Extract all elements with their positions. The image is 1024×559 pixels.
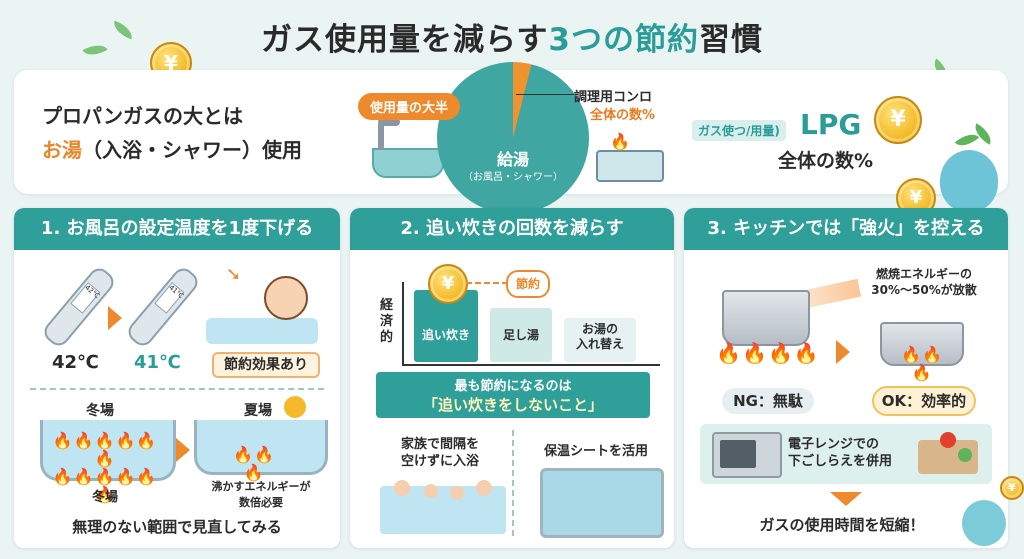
lpg-title: LPG — [800, 108, 862, 141]
microwave-tip: 電子レンジでの下ごしらえを併用 — [788, 437, 893, 469]
bathing-person-icon — [264, 276, 308, 320]
gas-stove-icon — [596, 150, 664, 182]
droplet-mascot-icon — [962, 500, 1006, 546]
arrow-right-icon — [176, 438, 190, 462]
chart-ylabel: 経済的 — [380, 298, 394, 345]
title-highlight: 3つの節約 — [548, 22, 699, 58]
heat-arrows-icon: ➘ — [226, 264, 242, 285]
blue-flame-icon: 🔥 — [610, 132, 630, 151]
saving-line — [466, 282, 508, 284]
person-head-icon — [424, 484, 438, 498]
saving-tag: 節約 — [506, 270, 550, 298]
panel1-footer: 無理のない範囲で見直してみる — [72, 518, 282, 536]
shower-head-icon — [378, 118, 400, 126]
yen-coin-icon: ¥ — [874, 96, 922, 144]
bath-water-icon — [206, 318, 318, 344]
lpg-tag: ガス使つ/用量) — [692, 120, 786, 141]
best-saving-banner: 最も節約になるのは 「追い炊きをしないこと」 — [376, 372, 650, 418]
panel-header: 2. 追い炊きの回数を減らす — [350, 208, 674, 250]
stove-share: 全体の数% — [590, 108, 656, 123]
bathtub-icon — [372, 148, 444, 178]
down-arrow-icon — [830, 492, 862, 506]
saving-effect-badge: 節約効果あり — [212, 352, 320, 378]
summary-line2-rest: （入浴・シャワー）使用 — [82, 138, 302, 162]
winter-tub-icon — [40, 420, 176, 481]
tip-family-bath: 家族で間隔を空けずに入浴 — [400, 437, 479, 469]
microwave-icon — [712, 432, 782, 478]
vegetable-icon — [958, 448, 972, 462]
pie-label-hot-water: 給湯 — [496, 150, 529, 169]
moderate-flame-icon: 🔥🔥🔥 — [901, 345, 943, 382]
chart-y-axis — [402, 282, 404, 364]
usage-pie-chart — [437, 62, 589, 214]
many-flames-icon: 🔥🔥🔥🔥🔥🔥🔥🔥🔥🔥🔥🔥 — [52, 431, 158, 504]
large-pot-icon — [722, 290, 810, 346]
divider — [30, 388, 324, 390]
arrow-right-icon — [836, 340, 850, 364]
temp-after: 41℃ — [134, 352, 181, 373]
bar-add-water: 足し湯 — [490, 308, 552, 362]
person-head-icon — [476, 480, 492, 496]
pot-icon — [880, 322, 964, 366]
sun-icon — [284, 396, 306, 418]
summary-line2: お湯（入浴・シャワー）使用 — [42, 134, 302, 163]
yen-coin-icon: ¥ — [428, 264, 468, 304]
tip-panel-bath-temperature: 1. お風呂の設定温度を1度下げる — [14, 208, 340, 548]
person-head-icon — [450, 486, 464, 500]
temp-before: 42℃ — [52, 352, 99, 373]
panel3-footer: ガスの使用時間を短縮！ — [759, 516, 925, 534]
chart-x-axis — [402, 364, 660, 366]
lpg-share: 全体の数% — [778, 150, 874, 172]
strong-flame-icon: 🔥🔥🔥🔥 — [716, 341, 820, 365]
title-text-end: 習慣 — [698, 22, 763, 58]
ok-badge: OK：効率的 — [872, 386, 976, 416]
summer-tub-icon — [194, 420, 328, 475]
stove-label: 調理用コンロ — [574, 90, 653, 105]
person-head-icon — [394, 480, 410, 496]
page-title: ガス使用量を減らす3つの節約習慣 — [0, 14, 1024, 59]
majority-bubble: 使用量の大半 — [358, 93, 461, 120]
energy-note: 沸かすエネルギーが数倍必要 — [211, 480, 311, 509]
tip-panel-kitchen: 3. キッチンでは「強火」を控える — [684, 208, 1008, 548]
winter-label-bottom: 冬場 — [92, 490, 119, 505]
droplet-mascot-icon — [940, 150, 998, 212]
panel-header: 1. お風呂の設定温度を1度下げる — [14, 208, 340, 250]
pie-label-bath: （お風呂・シャワー） — [463, 172, 563, 183]
divider — [512, 430, 514, 536]
bar-replace-water: お湯の入れ替え — [564, 318, 636, 362]
title-text: ガス使用量を減らす — [261, 22, 549, 58]
bath-cover-sheet-icon — [540, 468, 664, 538]
yen-coin-icon: ¥ — [1000, 476, 1024, 500]
hot-water-highlight: お湯 — [42, 138, 82, 162]
few-flames-icon: 🔥🔥🔥 — [233, 445, 275, 482]
arrow-right-icon — [108, 306, 122, 330]
shower-pipe-icon — [378, 122, 384, 150]
ng-badge: NG：無駄 — [722, 388, 814, 414]
winter-label: 冬場 — [86, 403, 114, 419]
summary-line1: プロパンガスの大とは — [42, 104, 243, 128]
pie-callout-line — [516, 94, 574, 95]
tomato-icon — [940, 432, 956, 448]
tip-insulation-sheet: 保温シートを活用 — [543, 444, 648, 459]
summer-label: 夏場 — [244, 403, 272, 419]
panel-header: 3. キッチンでは「強火」を控える — [684, 208, 1008, 250]
